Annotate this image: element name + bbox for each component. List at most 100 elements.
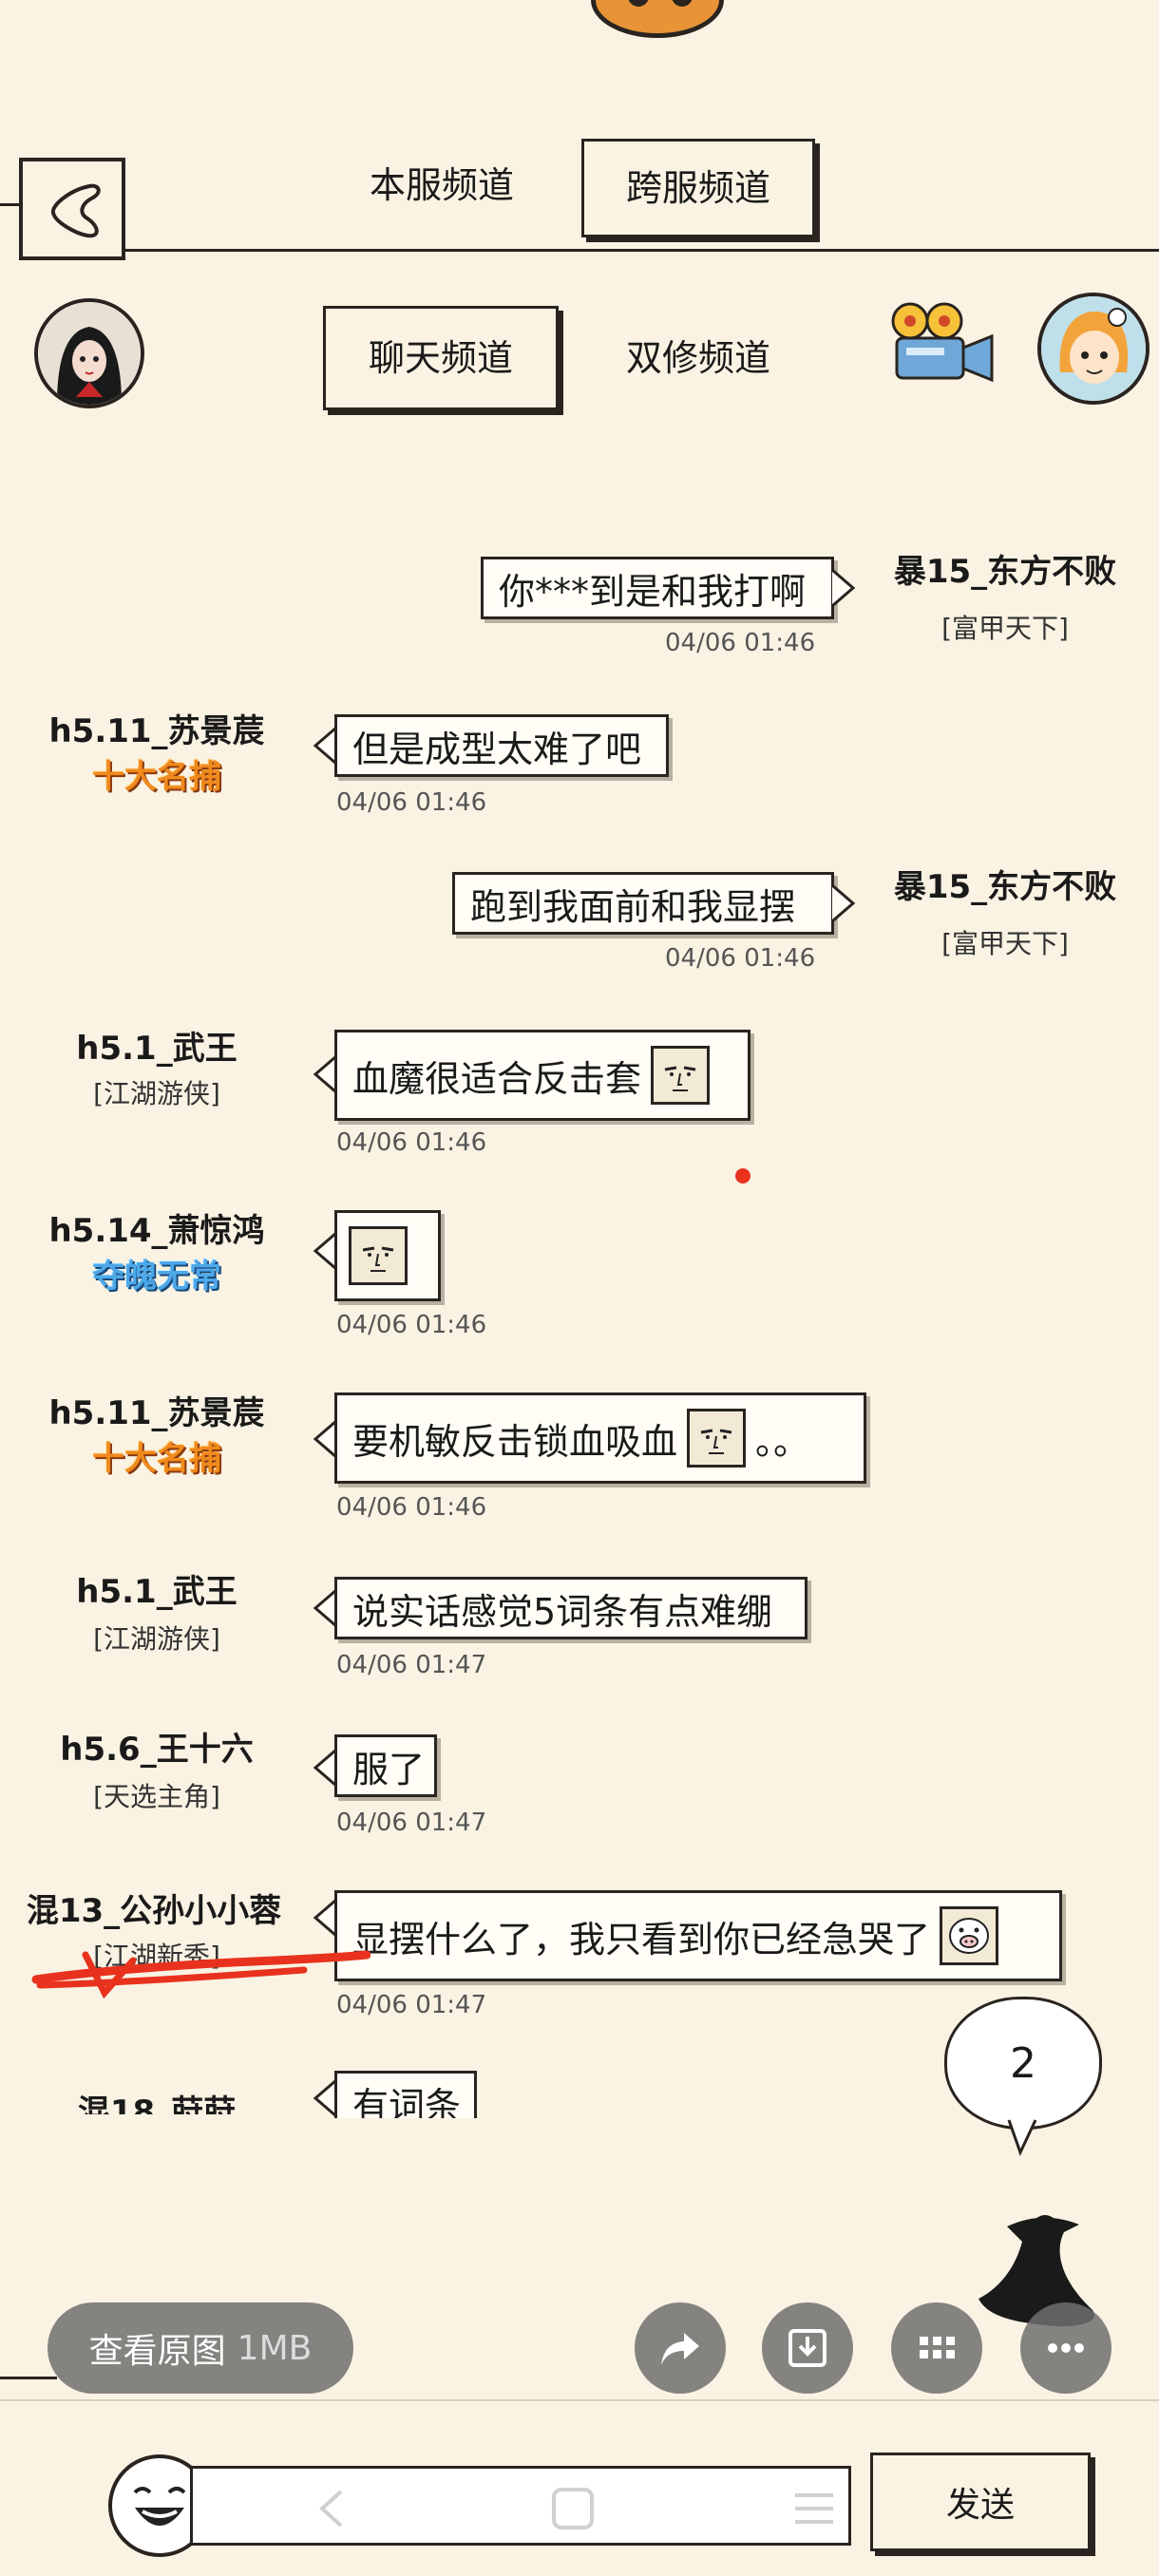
bubble-tail-icon — [313, 1748, 336, 1788]
message-bubble[interactable]: 说实话感觉5词条有点难绷 — [334, 1577, 808, 1639]
message-bubble[interactable]: 跑到我面前和我显摆 — [452, 872, 834, 935]
message-time: 04/06 01:46 — [665, 944, 816, 973]
view-original-label: 查看原图 — [88, 2332, 226, 2371]
sender-name[interactable]: h5.1_武王 — [76, 1573, 238, 1611]
bubble-tail-icon — [313, 1588, 336, 1628]
message-text: 但是成型太难了吧 — [352, 728, 642, 770]
sender-tag: [江湖游侠] — [93, 1078, 220, 1109]
message-time: 04/06 01:46 — [336, 788, 487, 817]
face-emoji-icon — [687, 1409, 747, 1468]
sender-name[interactable]: 暴15_东方不败 — [893, 868, 1117, 906]
bubble-tail-icon — [313, 1419, 336, 1459]
message-time: 04/06 01:47 — [336, 1991, 487, 2019]
divider — [0, 2399, 1159, 2401]
unread-count-bubble[interactable]: 2 — [944, 1997, 1102, 2130]
view-original-button[interactable]: 查看原图 1MB — [48, 2302, 353, 2394]
back-icon — [50, 183, 101, 238]
laugh-face-icon — [133, 2487, 186, 2526]
divider — [0, 203, 19, 206]
sender-name[interactable]: h5.11_苏景莀 — [48, 1394, 265, 1432]
ink-figure-icon — [978, 2215, 1094, 2327]
support-avatar-icon[interactable] — [1037, 293, 1150, 405]
bubble-tail-icon — [832, 883, 856, 923]
unread-count: 2 — [1010, 2038, 1036, 2088]
more-icon — [1048, 2343, 1084, 2353]
sender-title: 十大名捕 — [92, 1440, 221, 1478]
chat-input[interactable] — [190, 2466, 851, 2546]
bubble-tail-icon — [313, 2078, 336, 2118]
sender-name[interactable]: 暴15_东方不败 — [893, 553, 1117, 591]
face-emoji-icon — [349, 1226, 408, 1285]
divider — [125, 249, 1159, 252]
nav-home-icon — [552, 2488, 594, 2529]
download-button[interactable] — [762, 2302, 853, 2394]
sender-name[interactable]: h5.6_王十六 — [60, 1731, 254, 1769]
share-icon — [661, 2333, 699, 2365]
sender-name[interactable]: 混18_莳莳 — [77, 2093, 237, 2114]
speech-tail-icon — [1007, 2119, 1037, 2156]
sender-tag: [天选主角] — [93, 1781, 220, 1812]
bubble-tail-icon — [313, 1054, 336, 1094]
tab-dual-channel[interactable]: 双修频道 — [625, 337, 770, 379]
message-text: 跑到我面前和我显摆 — [470, 885, 796, 928]
notification-dot — [735, 1168, 750, 1184]
message-time: 04/06 01:47 — [336, 1809, 487, 1837]
message-text: 你***到是和我打啊 — [499, 570, 807, 613]
message-text: 显摆什么了，我只看到你已经急哭了 — [352, 1918, 931, 1960]
sender-name[interactable]: h5.14_萧惊鸿 — [48, 1212, 265, 1250]
message-text: 服了 — [352, 1748, 426, 1790]
share-button[interactable] — [635, 2302, 726, 2394]
bubble-tail-icon — [313, 1231, 336, 1271]
grid-button[interactable] — [891, 2302, 982, 2394]
sender-name[interactable]: h5.1_武王 — [76, 1030, 238, 1068]
message-bubble[interactable]: 血魔很适合反击套 — [334, 1030, 750, 1121]
message-bubble[interactable]: 你***到是和我打啊 — [481, 557, 834, 619]
message-suffix: 。。 — [755, 1420, 810, 1463]
message-text: 说实话感觉5词条有点难绷 — [352, 1590, 773, 1633]
camera-button[interactable] — [889, 300, 999, 391]
message-time: 04/06 01:46 — [336, 1493, 487, 1522]
message-bubble[interactable]: 要机敏反击锁血吸血 。。 — [334, 1392, 866, 1484]
message-bubble[interactable]: 但是成型太难了吧 — [334, 714, 669, 777]
download-icon — [788, 2329, 826, 2367]
sender-tag: [富甲天下] — [941, 928, 1069, 959]
nav-menu-icon — [795, 2493, 833, 2524]
bubble-tail-icon — [313, 726, 336, 766]
message-time: 04/06 01:46 — [665, 629, 816, 657]
message-bubble[interactable]: 有词条 — [334, 2071, 477, 2118]
message-text: 要机敏反击锁血吸血 — [352, 1420, 678, 1463]
message-bubble[interactable] — [334, 1210, 441, 1301]
user-avatar[interactable] — [34, 298, 144, 408]
sender-name[interactable]: h5.11_苏景莀 — [48, 712, 265, 750]
red-scribble — [31, 1950, 370, 1999]
back-button[interactable] — [19, 158, 125, 260]
sender-title: 十大名捕 — [92, 758, 221, 796]
pig-emoji-icon — [940, 1906, 999, 1965]
tab-local-server[interactable]: 本服频道 — [369, 164, 514, 206]
message-text: 血魔很适合反击套 — [352, 1057, 642, 1100]
message-time: 04/06 01:46 — [336, 1128, 487, 1157]
sender-tag: [富甲天下] — [941, 613, 1069, 644]
message-clip: 有词条 — [334, 2071, 477, 2118]
message-bubble[interactable]: 显摆什么了，我只看到你已经急哭了 — [334, 1890, 1062, 1981]
sender-title: 夺魄无常 — [92, 1258, 221, 1296]
bubble-tail-icon — [832, 568, 856, 608]
message-time: 04/06 01:47 — [336, 1651, 487, 1679]
message-bubble[interactable]: 服了 — [334, 1734, 437, 1797]
top-pet-icon — [591, 0, 724, 38]
tab-cross-server[interactable]: 跨服频道 — [581, 139, 815, 237]
sender-tag: [江湖游侠] — [93, 1623, 220, 1655]
image-size: 1MB — [237, 2328, 313, 2368]
grid-icon — [920, 2337, 955, 2358]
message-text: 有词条 — [352, 2084, 462, 2119]
sender-name[interactable]: 混13_公孙小小蓉 — [26, 1892, 282, 1930]
face-emoji-icon — [651, 1046, 711, 1105]
send-button[interactable]: 发送 — [870, 2453, 1091, 2551]
nav-back-icon — [319, 2490, 343, 2528]
bubble-tail-icon — [313, 1898, 336, 1938]
camera-icon — [891, 302, 994, 383]
more-button[interactable] — [1020, 2302, 1112, 2394]
message-time: 04/06 01:46 — [336, 1311, 487, 1339]
tab-chat-channel[interactable]: 聊天频道 — [323, 306, 559, 410]
divider — [0, 2377, 57, 2379]
